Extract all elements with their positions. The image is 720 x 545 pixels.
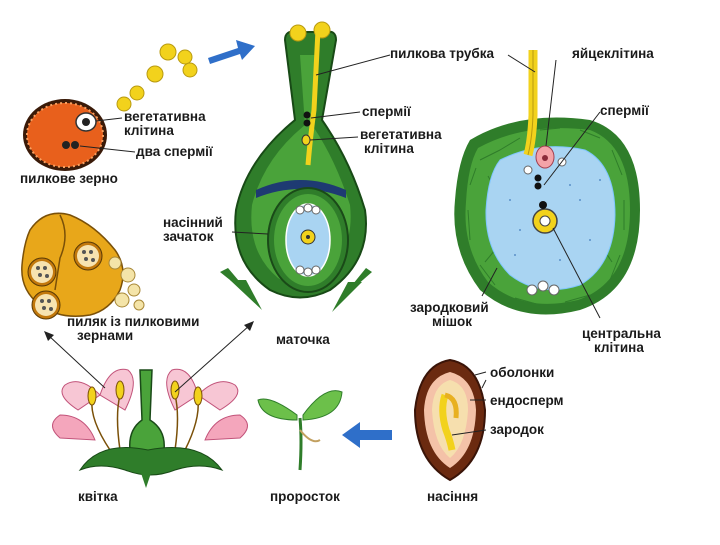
label-sperms-right: спермії <box>600 103 649 118</box>
label-endosperm: ендосперм <box>490 393 564 408</box>
label-vegetative-cell-mid-line2: клітина <box>364 141 414 156</box>
label-embryo-sac-line1: зародковий <box>410 300 489 315</box>
anther-illustration <box>21 212 145 320</box>
label-sperms-top: спермії <box>362 104 411 119</box>
pollen-grain-illustration <box>23 99 136 171</box>
label-embryo-sac-line2: мішок <box>432 314 472 329</box>
label-ovule-line1: насінний <box>163 215 223 230</box>
label-flower: квітка <box>78 489 118 504</box>
label-central-cell-line2: клітина <box>594 340 644 355</box>
label-anther-line1: пиляк із пилковими <box>67 314 200 329</box>
pollen-grains-flying <box>116 43 198 112</box>
label-coats: оболонки <box>490 365 555 380</box>
label-central-cell-line1: центральна <box>582 326 661 341</box>
flower-illustration <box>44 321 254 488</box>
label-two-sperms: два спермії <box>136 144 213 159</box>
label-embryo: зародок <box>490 422 544 437</box>
label-anther-line2: зернами <box>77 328 134 343</box>
arrow-to-pistil-icon <box>208 40 255 64</box>
pistil-illustration <box>220 21 391 312</box>
label-egg-cell: яйцеклітина <box>572 46 654 61</box>
label-pollen-tube: пилкова трубка <box>390 46 495 61</box>
label-seedling: проросток <box>270 489 340 504</box>
label-pollen-grain: пилкове зерно <box>20 171 118 186</box>
seedling-illustration <box>257 390 343 471</box>
label-seed: насіння <box>427 489 479 504</box>
label-vegetative-cell-mid-line1: вегетативна <box>360 127 442 142</box>
label-pistil: маточка <box>276 332 330 347</box>
label-vegetative-cell-line1: вегетативна <box>124 109 206 124</box>
label-ovule-line2: зачаток <box>163 229 214 244</box>
label-vegetative-cell-line2: клітина <box>124 123 174 138</box>
arrow-to-seedling-icon <box>342 422 392 448</box>
seed-illustration <box>413 358 487 482</box>
embryo-sac-illustration <box>454 50 640 319</box>
